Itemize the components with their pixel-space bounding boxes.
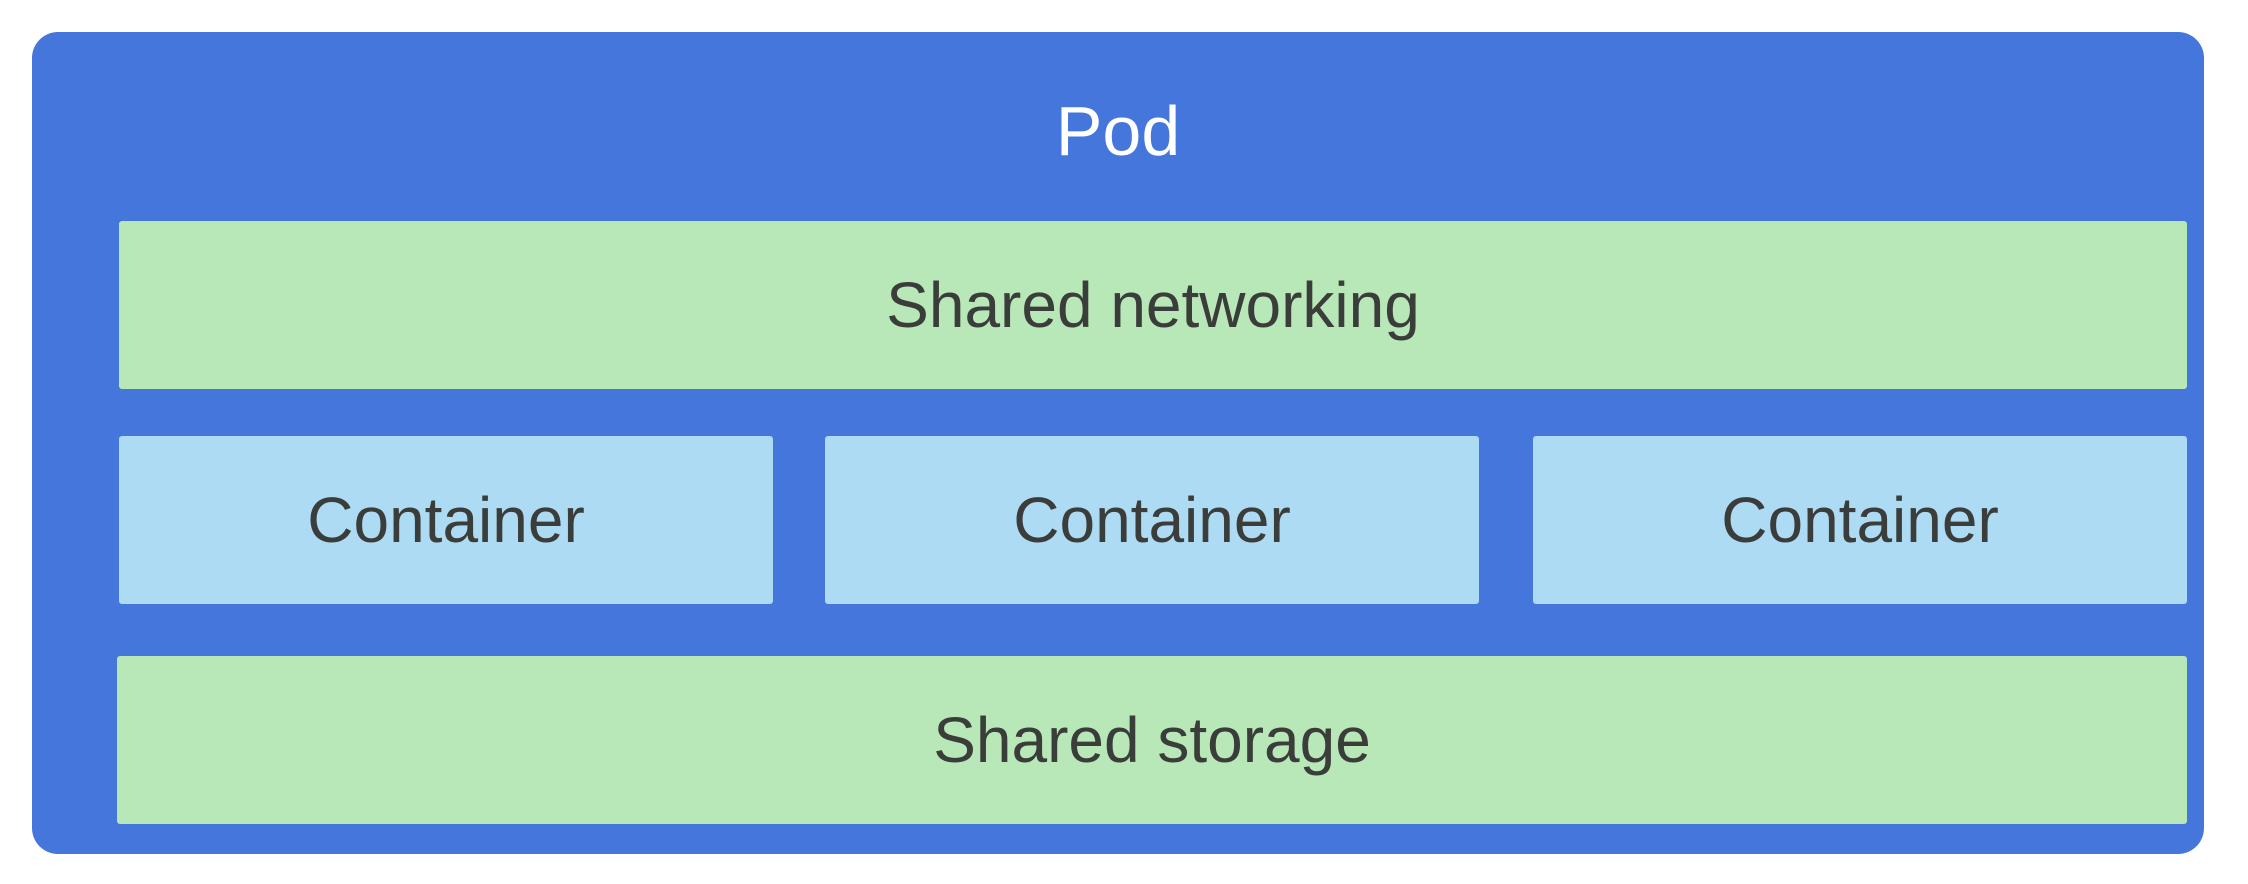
container-box-1: Container xyxy=(119,436,773,604)
container-label: Container xyxy=(1721,484,1999,556)
shared-networking-label: Shared networking xyxy=(886,269,1420,341)
shared-storage-box: Shared storage xyxy=(117,656,2187,824)
shared-storage-label: Shared storage xyxy=(933,704,1371,776)
shared-networking-box: Shared networking xyxy=(119,221,2187,389)
container-label: Container xyxy=(307,484,585,556)
pod-title: Pod xyxy=(1055,92,1181,170)
container-box-3: Container xyxy=(1533,436,2187,604)
container-label: Container xyxy=(1013,484,1291,556)
container-box-2: Container xyxy=(825,436,1479,604)
pod-diagram: Pod Shared networking Container Containe… xyxy=(32,32,2204,854)
